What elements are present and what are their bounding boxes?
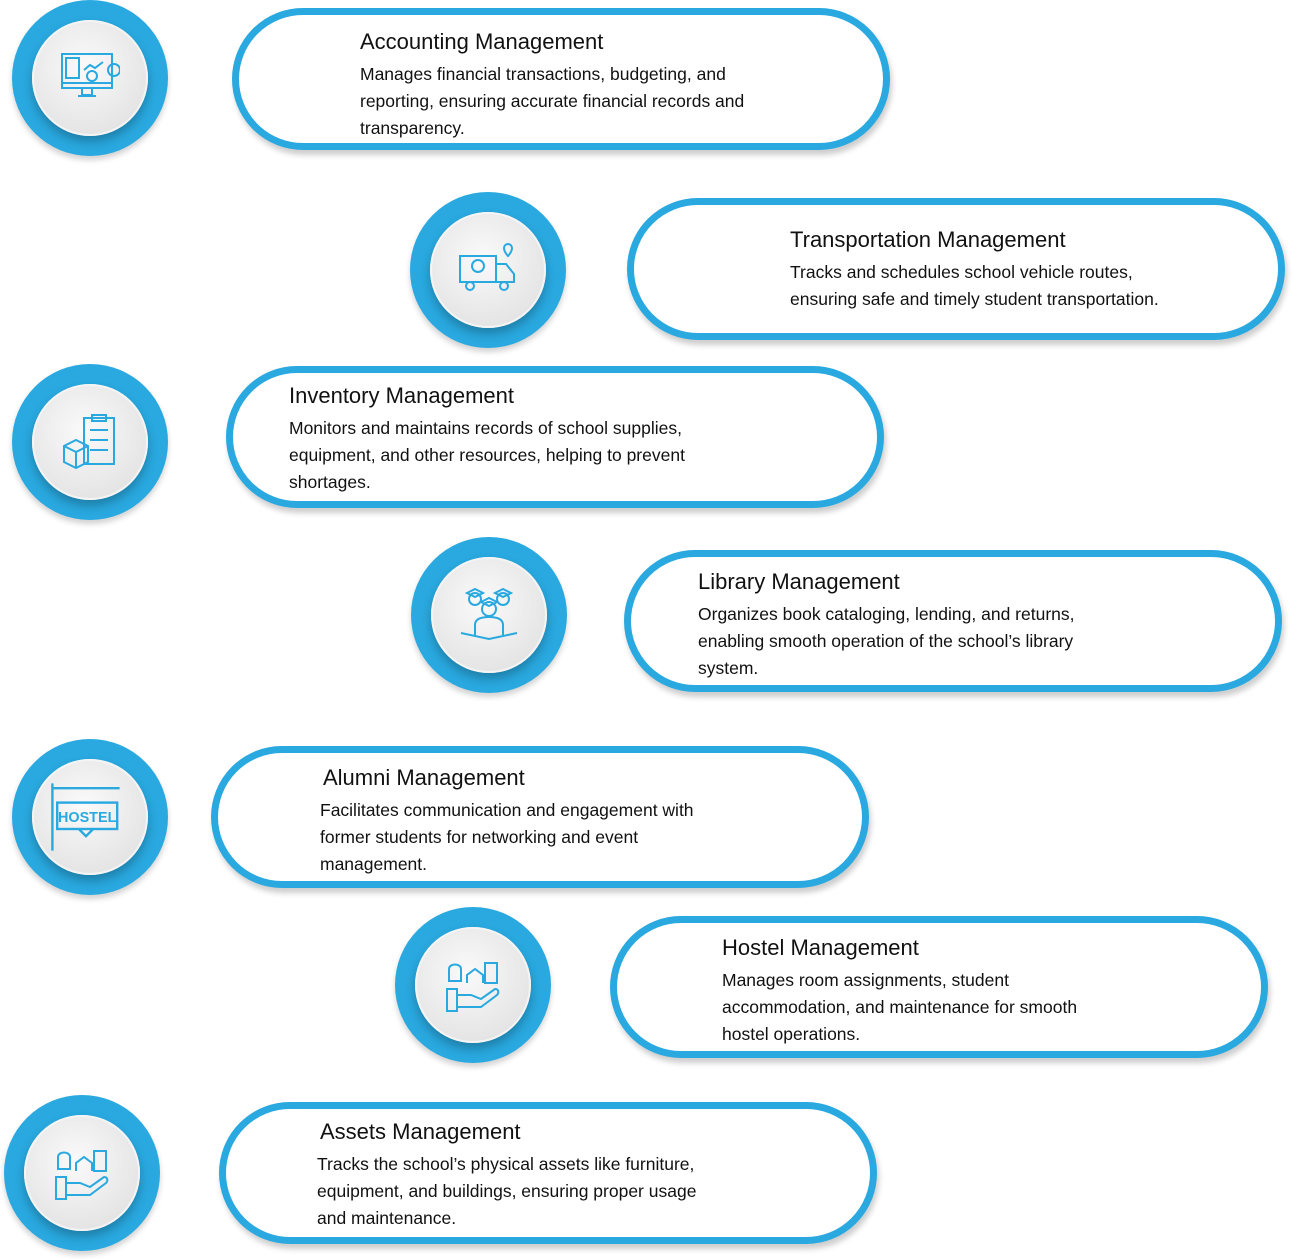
card-inventory: Inventory Management Monitors and mainta…	[226, 366, 884, 508]
graduates-book-icon	[460, 587, 518, 641]
card-description: Monitors and maintains records of school…	[289, 418, 685, 492]
card-title: Library Management	[698, 569, 900, 594]
card-transportation: Transportation Management Tracks and sch…	[627, 198, 1285, 340]
card-assets: Assets Management Tracks the school’s ph…	[219, 1102, 877, 1244]
card-description: Tracks the school’s physical assets like…	[317, 1154, 697, 1228]
assets-icon-badge	[4, 1095, 160, 1251]
accounting-icon-badge	[12, 0, 168, 156]
card-accounting: Accounting Management Manages financial …	[232, 8, 890, 150]
hand-property-icon	[55, 1150, 109, 1200]
inventory-clipboard-icon	[63, 414, 115, 470]
card-title: Hostel Management	[722, 935, 919, 960]
hostel-sign-icon: HOSTEL	[51, 783, 120, 851]
card-title: Inventory Management	[289, 383, 515, 408]
inventory-icon-badge	[12, 364, 168, 520]
accounting-monitor-icon	[61, 53, 120, 97]
card-title: Accounting Management	[360, 29, 604, 54]
card-title: Assets Management	[320, 1119, 521, 1144]
card-title: Transportation Management	[790, 227, 1066, 252]
card-description: Facilitates communication and engagement…	[320, 800, 694, 874]
delivery-truck-icon	[459, 242, 515, 291]
alumni-icon-badge: HOSTEL	[12, 739, 168, 895]
hostel-icon-badge	[395, 907, 551, 1063]
card-description: Manages financial transactions, budgetin…	[360, 64, 745, 138]
card-hostel: Hostel Management Manages room assignmen…	[610, 916, 1268, 1058]
card-description: Tracks and schedules school vehicle rout…	[790, 262, 1159, 309]
card-title: Alumni Management	[323, 765, 525, 790]
card-description: Organizes book cataloging, lending, and …	[698, 604, 1075, 678]
library-icon-badge	[411, 537, 567, 693]
card-library: Library Management Organizes book catalo…	[624, 550, 1282, 692]
transportation-icon-badge	[410, 192, 566, 348]
hand-property-icon	[446, 962, 500, 1012]
card-alumni: Alumni Management Facilitates communicat…	[211, 746, 869, 888]
svg-text:HOSTEL: HOSTEL	[58, 810, 117, 826]
